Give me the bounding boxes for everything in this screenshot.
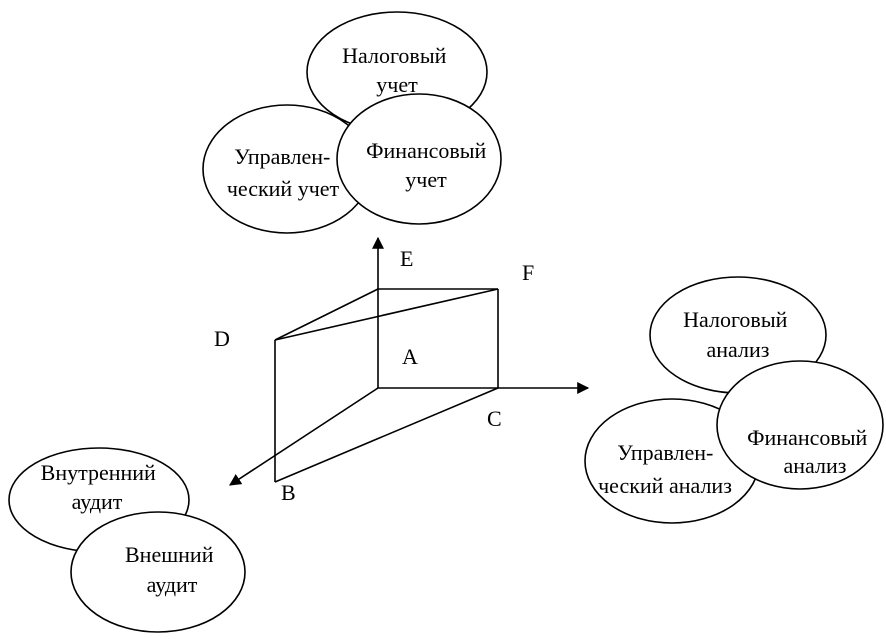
- external-audit-label: Внешний аудит: [125, 542, 219, 597]
- edge-B-C: [274, 387, 499, 483]
- tax-analysis-label: Налоговый анализ: [683, 307, 793, 362]
- axis-down-left: [228, 387, 379, 486]
- internal-audit-label: Внутренний аудит: [41, 460, 162, 514]
- point-label-F: F: [522, 260, 534, 285]
- analysis-cluster: Налоговый анализ Управлен- ческий анализ…: [584, 276, 884, 524]
- tax-accounting-label: Налоговый учет: [342, 43, 452, 97]
- prism: E F D A C B: [214, 236, 590, 505]
- external-audit-ellipse: [70, 511, 246, 633]
- accounting-cluster: Налоговый учет Управлен- ческий учет Фин…: [202, 11, 502, 234]
- point-label-A: A: [402, 344, 418, 369]
- edge-D-F: [274, 288, 499, 341]
- financial-accounting-ellipse: [336, 93, 502, 225]
- point-label-E: E: [400, 246, 413, 271]
- audit-cluster: Внутренний аудит Внешний аудит: [8, 447, 246, 633]
- edge-D-E: [274, 288, 379, 341]
- point-label-C: C: [487, 406, 502, 431]
- management-accounting-label: Управлен- ческий учет: [227, 144, 340, 201]
- point-label-B: B: [281, 480, 296, 505]
- financial-analysis-label: Финансовый анализ: [747, 425, 873, 478]
- financial-analysis-ellipse: [716, 360, 884, 490]
- point-label-D: D: [214, 326, 230, 351]
- financial-accounting-label: Финансовый учет: [366, 138, 492, 192]
- management-analysis-label: Управлен- ческий анализ: [598, 440, 732, 498]
